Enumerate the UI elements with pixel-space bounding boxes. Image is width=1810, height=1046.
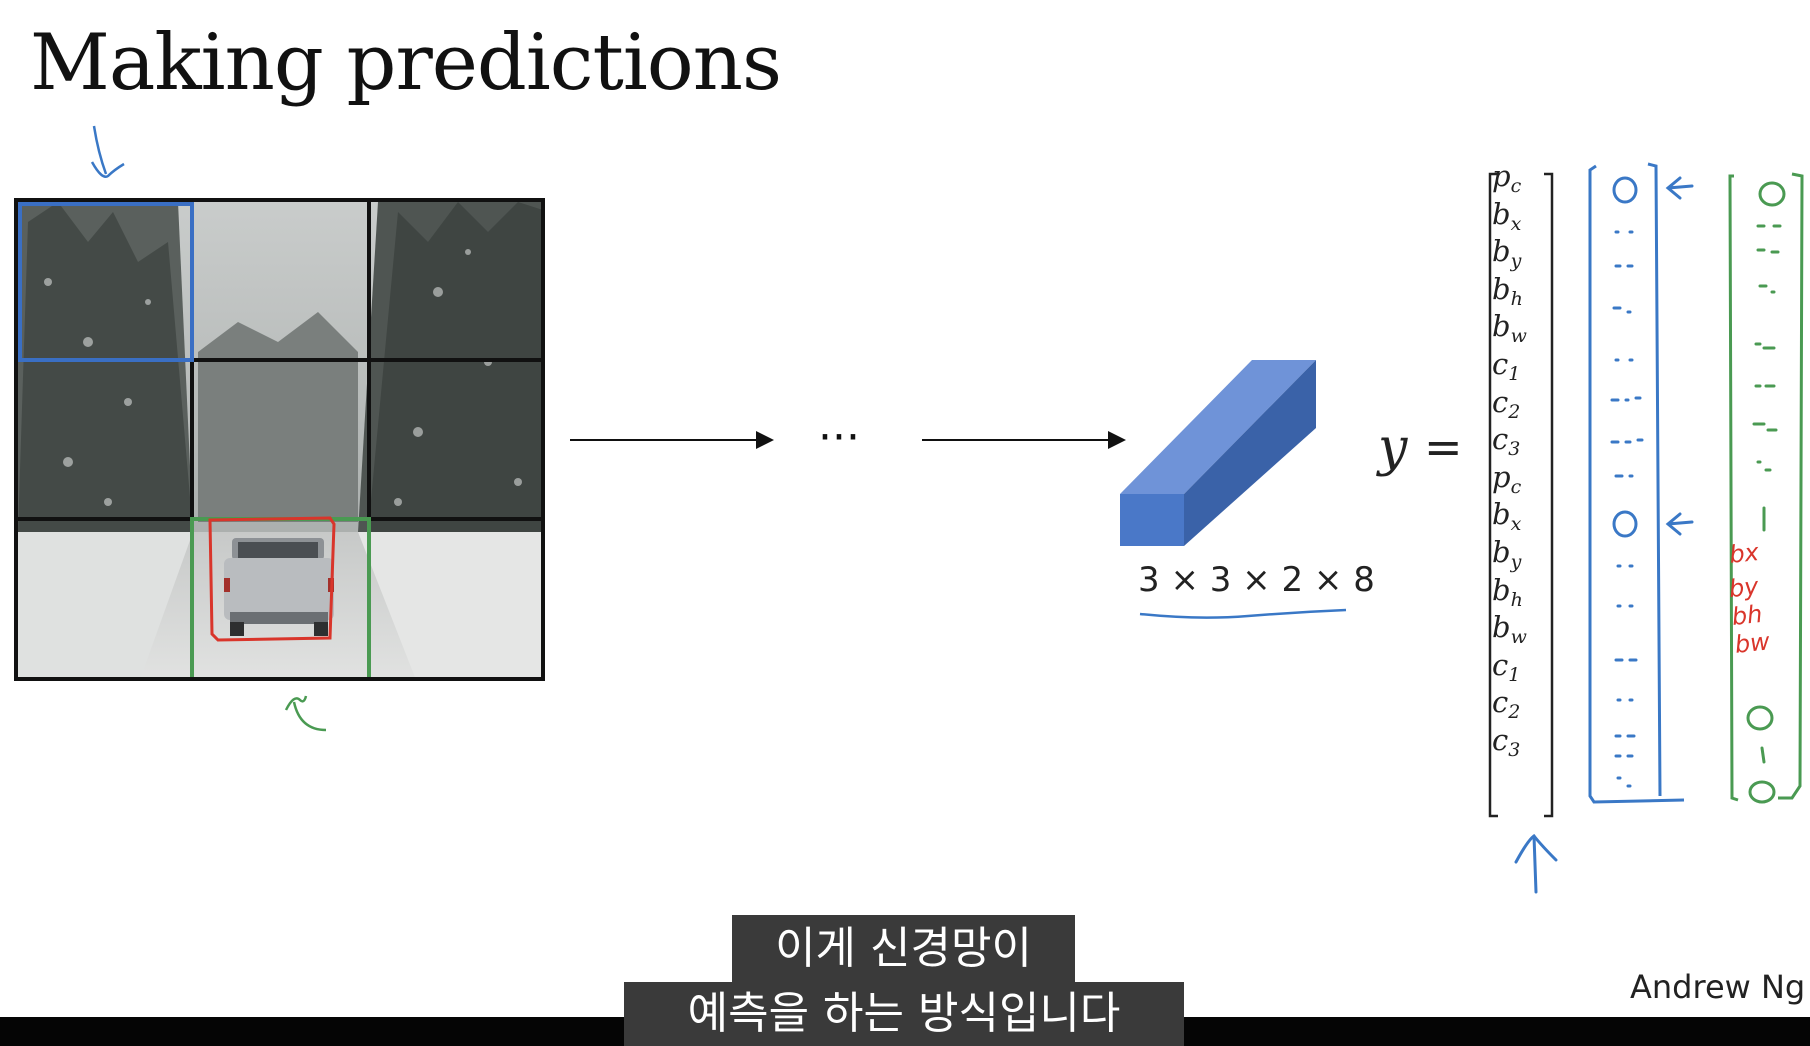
vector-entry-pc: pc — [1492, 459, 1556, 507]
vector-entry-subscript: 2 — [1508, 400, 1521, 423]
vector-entry-subscript: 1 — [1508, 663, 1521, 686]
vector-entry-subscript: c — [1510, 475, 1522, 498]
vector-entry-bw: bw — [1492, 308, 1556, 356]
vector-entry-c3: c3 — [1492, 722, 1556, 770]
green-up-arrow-annotation — [284, 695, 327, 732]
vector-bracket — [1488, 172, 1554, 818]
vector-entry-c1: c1 — [1492, 647, 1556, 695]
vector-entry-symbol: c — [1492, 723, 1509, 757]
blue-handwritten-vector — [1588, 162, 1694, 804]
vector-entry-subscript: 3 — [1508, 739, 1521, 761]
arrow-to-network — [570, 431, 774, 449]
arrow-to-output — [922, 431, 1126, 449]
grid-line-h1 — [18, 358, 541, 362]
vector-entry-subscript: h — [1510, 287, 1523, 310]
vector-entry-symbol: c — [1492, 422, 1509, 457]
vector-entry-subscript: y — [1510, 551, 1522, 573]
red-bounding-box — [208, 516, 336, 642]
vector-entry-subscript: 3 — [1508, 438, 1521, 461]
vector-entry-pc: pc — [1492, 158, 1556, 206]
vector-entry-symbol: b — [1492, 610, 1511, 645]
slide-title: Making predictions — [30, 18, 782, 108]
vector-entry-symbol: c — [1492, 347, 1509, 381]
highlight-cell-top-left — [18, 202, 194, 362]
vector-entry-subscript: c — [1510, 175, 1522, 197]
vector-entry-bw: bw — [1492, 609, 1556, 657]
subtitle-line-2: 예측을 하는 방식입니다 — [624, 982, 1184, 1046]
vector-entry-symbol: p — [1492, 159, 1511, 193]
vector-entry-symbol: b — [1492, 234, 1511, 269]
vector-entry-c3: c3 — [1492, 421, 1556, 469]
equals-sign: = — [1424, 420, 1463, 474]
vector-entry-c1: c1 — [1492, 346, 1556, 394]
vector-entry-symbol: c — [1492, 647, 1509, 682]
vector-entry-subscript: h — [1510, 588, 1523, 611]
output-volume-box — [1120, 360, 1316, 546]
vector-entry-bh: bh — [1492, 271, 1556, 319]
vector-entry-subscript: x — [1510, 513, 1522, 536]
vector-entry-c2: c2 — [1492, 684, 1556, 732]
subtitle-line-1: 이게 신경망이 — [732, 915, 1075, 983]
blue-down-arrow-annotation — [90, 125, 125, 178]
vector-entry-subscript: w — [1510, 626, 1527, 649]
ellipsis: ··· — [818, 412, 860, 463]
vector-entry-subscript: 2 — [1508, 701, 1521, 724]
vector-entry-subscript: x — [1510, 212, 1522, 235]
vector-entry-bh: bh — [1492, 572, 1556, 620]
vector-entry-symbol: b — [1492, 497, 1511, 532]
vector-entry-c2: c2 — [1492, 384, 1556, 432]
vector-entry-symbol: b — [1492, 309, 1511, 344]
y-symbol: y — [1378, 418, 1408, 478]
grid-line-v2 — [367, 202, 371, 677]
red-label-bx: bx — [1727, 537, 1761, 569]
road-image-grid — [14, 198, 545, 681]
vector-entry-bx: bx — [1492, 196, 1556, 244]
grid-line-v1 — [190, 202, 194, 677]
vector-entry-symbol: b — [1492, 196, 1511, 231]
vector-entry-symbol: p — [1492, 459, 1511, 494]
vector-entry-symbol: b — [1492, 535, 1511, 569]
vector-entry-symbol: c — [1492, 384, 1509, 419]
vector-entry-symbol: b — [1492, 271, 1511, 306]
snowy-road-photo — [18, 202, 541, 677]
vector-entry-subscript: y — [1510, 250, 1522, 273]
green-handwritten-vector — [1728, 172, 1804, 804]
vector-entry-subscript: 1 — [1508, 363, 1521, 385]
vector-entry-symbol: c — [1492, 685, 1509, 720]
tensor-dimensions-label: 3 × 3 × 2 × 8 — [1138, 560, 1375, 600]
vector-entry-subscript: w — [1510, 325, 1527, 348]
author-credit: Andrew Ng — [1630, 968, 1806, 1006]
vector-entry-symbol: b — [1492, 572, 1511, 607]
vector-entry-bx: bx — [1492, 496, 1556, 544]
car — [224, 538, 334, 636]
blue-up-arrow-annotation — [1514, 833, 1558, 894]
vector-entry-by: by — [1492, 233, 1556, 281]
vector-entry-by: by — [1492, 534, 1556, 582]
red-handwritten-box-labels: bx by bh bw — [1724, 535, 1796, 659]
blue-underline-annotation — [1139, 608, 1347, 619]
